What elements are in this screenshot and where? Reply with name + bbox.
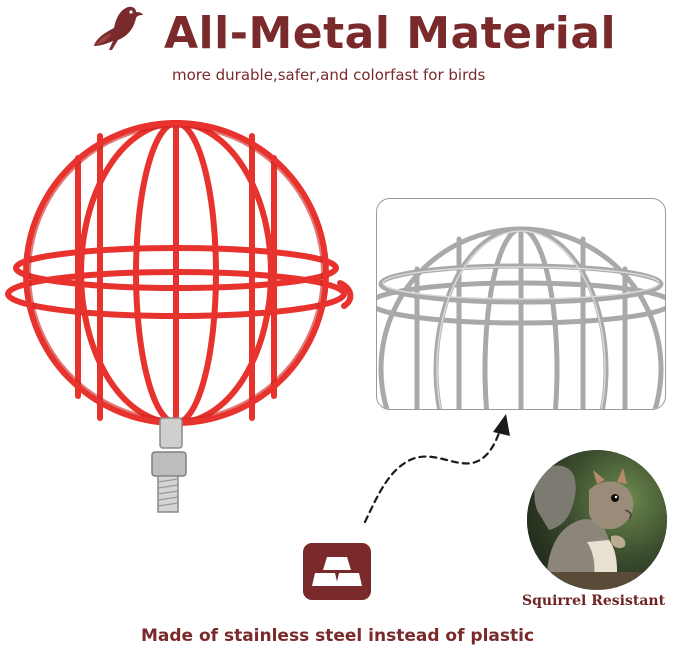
squirrel-resistant-label: Squirrel Resistant — [522, 593, 666, 609]
header: All-Metal Material more durable,safer,an… — [0, 0, 679, 100]
feature-caption: Made of stainless steel instead of plast… — [0, 626, 679, 646]
gold-bars-badge — [303, 543, 371, 600]
page-subtitle: more durable,safer,and colorfast for bir… — [172, 66, 486, 84]
page-title: All-Metal Material — [164, 8, 617, 59]
stainless-cage-image — [377, 226, 665, 409]
dashed-arrow-icon — [363, 414, 510, 524]
squirrel-photo — [527, 450, 667, 590]
squirrel-illustration — [527, 450, 667, 590]
gold-bars-icon — [312, 557, 362, 586]
feature-caption-text: Made of stainless steel instead of plast… — [140, 626, 535, 646]
stainless-cage-frame — [376, 198, 666, 410]
red-cage-feeder-image — [5, 120, 354, 513]
bird-icon — [94, 6, 143, 50]
